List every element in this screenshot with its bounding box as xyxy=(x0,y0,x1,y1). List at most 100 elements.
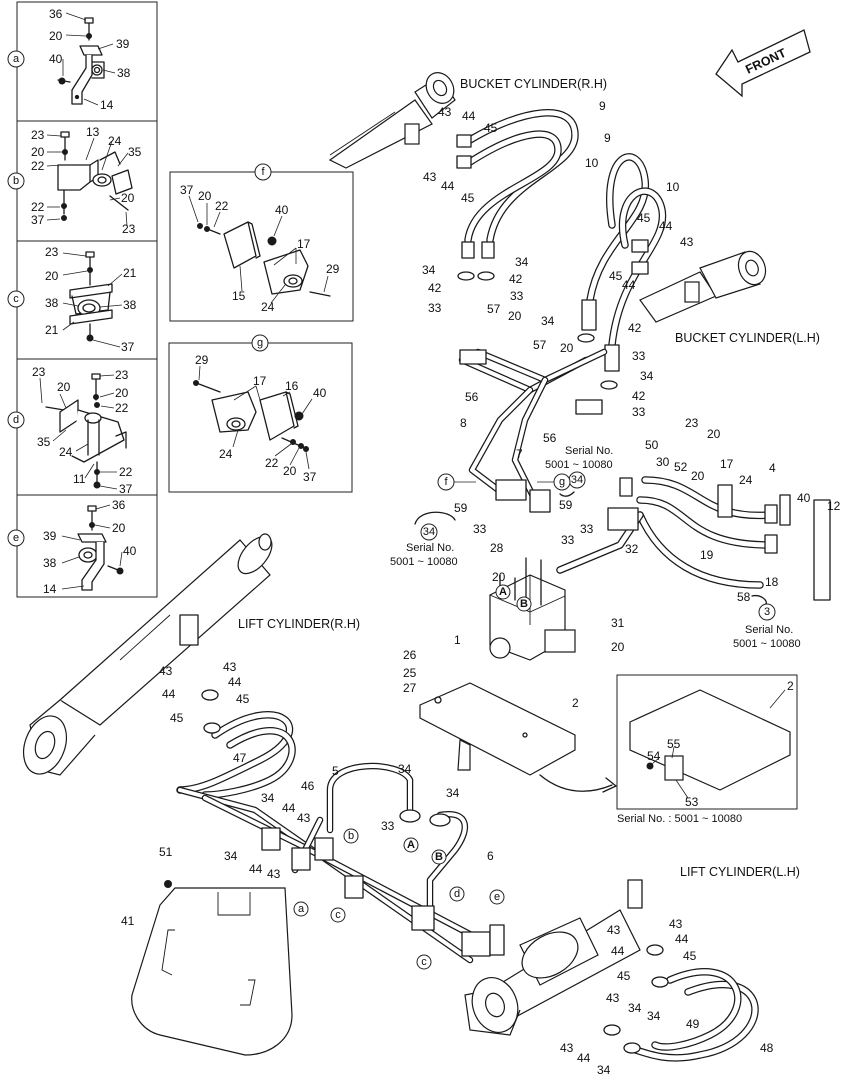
svg-text:a: a xyxy=(13,53,20,65)
panel-a-label: 36 xyxy=(49,7,63,21)
svg-text:d: d xyxy=(13,414,19,426)
callout-label: 34 xyxy=(224,849,238,863)
svg-text:d: d xyxy=(454,888,460,900)
callout-label: 20 xyxy=(691,469,705,483)
callout-label: 33 xyxy=(381,819,395,833)
detail-ref-e-marker[interactable]: e xyxy=(7,529,25,547)
callout-label: 44 xyxy=(577,1051,591,1065)
panel-d-label: 35 xyxy=(37,435,51,449)
callout-label: 42 xyxy=(632,389,646,403)
detail-ref-e-callout[interactable]: e xyxy=(489,889,505,905)
detail-ref-a-callout[interactable]: a xyxy=(293,901,309,917)
detail-ref-c-callout-2[interactable]: c xyxy=(416,954,432,970)
callout-label: 34 xyxy=(422,263,436,277)
callout-label: 40 xyxy=(797,491,811,505)
callout-label: 45 xyxy=(609,269,623,283)
callout-label: 44 xyxy=(675,932,689,946)
panel-c-label: 23 xyxy=(45,245,59,259)
serial-note-heading: Serial No. xyxy=(406,542,454,554)
callout-label: 23 xyxy=(685,416,699,430)
callout-label: 24 xyxy=(739,473,753,487)
callout-label: 34 xyxy=(515,255,529,269)
detail-ref-g-marker[interactable]: g xyxy=(251,334,269,352)
inset-label: 2 xyxy=(787,679,794,693)
callout-label: 44 xyxy=(228,675,242,689)
callout-label: 43 xyxy=(607,923,621,937)
detail-ref-d-marker[interactable]: d xyxy=(7,411,25,429)
detail-panel-c: c 23 20 21 38 38 21 37 xyxy=(7,245,137,354)
callout-label: 45 xyxy=(461,191,475,205)
panel-c-label: 38 xyxy=(45,296,59,310)
bucket-cylinder-lh xyxy=(639,250,767,323)
svg-text:34: 34 xyxy=(423,526,435,538)
callout-label: 42 xyxy=(428,281,442,295)
callout-label: 44 xyxy=(659,219,673,233)
port-marker-a-top: A xyxy=(495,584,511,600)
lift-hoses-rh xyxy=(176,711,296,799)
panel-d-label: 11 xyxy=(73,472,86,486)
detail-ref-g-callout[interactable]: g xyxy=(553,473,571,491)
detail-ref-a-marker[interactable]: a xyxy=(7,50,25,68)
callout-label: 34 xyxy=(398,762,412,776)
callout-label: 19 xyxy=(700,548,714,562)
callout-label: 45 xyxy=(683,949,697,963)
callout-label: 43 xyxy=(560,1041,574,1055)
detail-ref-d-callout[interactable]: d xyxy=(449,886,465,902)
callout-label: 56 xyxy=(543,431,557,445)
callout-label: 44 xyxy=(441,179,455,193)
callout-label: 32 xyxy=(625,542,639,556)
detail-box-g: g 29 17 16 40 24 22 20 37 xyxy=(168,334,353,493)
panel-f-label: 29 xyxy=(326,262,340,276)
serial-note-range: 5001 ~ 10080 xyxy=(733,638,801,650)
panel-c-label: 21 xyxy=(123,266,137,280)
lower-callout-labels: 43 43 44 44 45 45 47 46 5 34 34 34 44 43… xyxy=(121,660,774,1077)
callout-label: 33 xyxy=(632,349,646,363)
callout-label: 44 xyxy=(622,278,636,292)
panel-d-label: 37 xyxy=(119,482,133,496)
panel-e-label: 20 xyxy=(112,521,126,535)
callout-label: 10 xyxy=(666,180,680,194)
detail-panel-b: b 23 20 22 13 24 35 20 xyxy=(7,125,142,236)
svg-text:e: e xyxy=(494,891,500,903)
callout-label: 20 xyxy=(611,640,625,654)
callout-label: 4 xyxy=(769,461,776,475)
detail-ref-b-marker[interactable]: b xyxy=(7,172,25,190)
svg-text:c: c xyxy=(335,909,341,921)
callout-label: 58 xyxy=(737,590,751,604)
panel-d-label: 22 xyxy=(119,465,133,479)
callout-label: 56 xyxy=(465,390,479,404)
bucket-cylinder-rh xyxy=(328,72,456,169)
callout-label: 43 xyxy=(606,991,620,1005)
callout-label: 59 xyxy=(559,498,573,512)
callout-label: 26 xyxy=(403,648,417,662)
detail-panel-a: a 36 20 39 40 38 14 xyxy=(7,7,131,112)
svg-text:f: f xyxy=(261,166,265,178)
callout-label: 44 xyxy=(462,109,476,123)
detail-ref-b-callout[interactable]: b xyxy=(343,828,359,844)
callout-label: 7 xyxy=(516,447,523,461)
callout-label: 17 xyxy=(720,457,734,471)
detail-ref-f-marker[interactable]: f xyxy=(254,163,272,181)
panel-g-label: 24 xyxy=(219,447,233,461)
detail-ref-c-marker[interactable]: c xyxy=(7,290,25,308)
panel-b-label: 23 xyxy=(122,222,136,236)
panel-c-label: 37 xyxy=(121,340,135,354)
svg-text:A: A xyxy=(499,586,507,598)
panel-e-label: 38 xyxy=(43,556,57,570)
panel-g-label: 40 xyxy=(313,386,327,400)
detail-ref-f-callout[interactable]: f xyxy=(437,473,455,491)
detail-panel-e: e 36 20 39 38 40 14 xyxy=(7,498,137,596)
panel-f-label: 22 xyxy=(215,199,229,213)
callout-label: 49 xyxy=(686,1017,700,1031)
callout-label: 8 xyxy=(460,416,467,430)
panel-d-label: 23 xyxy=(115,368,129,382)
callout-label: 45 xyxy=(236,692,250,706)
callout-label: 33 xyxy=(510,289,524,303)
panel-g-label: 17 xyxy=(253,374,267,388)
callout-label: 9 xyxy=(604,131,611,145)
panel-f-label: 40 xyxy=(275,203,289,217)
callout-label: 33 xyxy=(580,522,594,536)
panel-f-label: 24 xyxy=(261,300,275,314)
detail-ref-c-callout[interactable]: c xyxy=(330,907,346,923)
